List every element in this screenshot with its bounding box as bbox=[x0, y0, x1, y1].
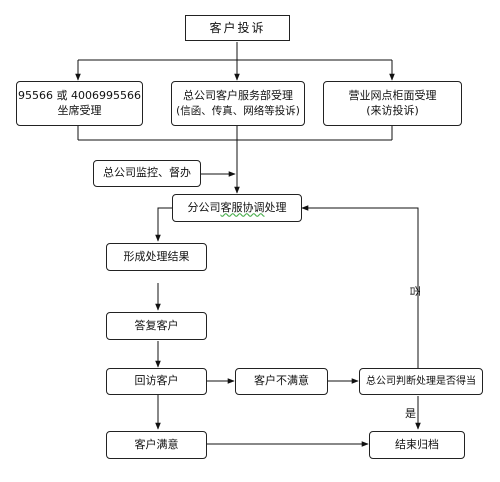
node-hq-service-line2: (信函、传真、网络等投诉) bbox=[176, 104, 300, 117]
node-archive: 结束归档 bbox=[369, 431, 465, 459]
node-hotline: 95566 或 4006995566 坐席受理 bbox=[16, 81, 143, 126]
node-branch-coord-text-c: 处理 bbox=[264, 200, 287, 214]
node-branch-coord-text-b: 客服协调 bbox=[220, 200, 265, 214]
node-branch-coord-text-a: 分公司 bbox=[187, 200, 221, 214]
edge-judge-no-back bbox=[301, 205, 419, 368]
node-counter-line2: (来访投诉) bbox=[366, 103, 419, 117]
node-complaint-text: 客户投诉 bbox=[209, 20, 266, 35]
node-result-text: 形成处理结果 bbox=[123, 249, 190, 263]
node-hq-supervise: 总公司监控、督办 bbox=[93, 160, 201, 187]
node-counter: 营业网点柜面受理 (来访投诉) bbox=[323, 81, 462, 126]
node-satisfied: 客户满意 bbox=[106, 431, 207, 459]
edge-label-yes: 是 bbox=[405, 407, 416, 420]
node-counter-line1: 营业网点柜面受理 bbox=[348, 88, 437, 102]
node-revisit-text: 回访客户 bbox=[134, 374, 179, 388]
node-unsatisfied: 客户不满意 bbox=[235, 368, 328, 395]
node-hq-service: 总公司客户服务部受理 (信函、传真、网络等投诉) bbox=[171, 81, 305, 126]
node-reply-text: 答复客户 bbox=[134, 318, 179, 332]
node-archive-text: 结束归档 bbox=[395, 437, 439, 451]
node-judge-text: 总公司判断处理是否得当 bbox=[366, 375, 476, 387]
node-revisit: 回访客户 bbox=[106, 368, 207, 395]
node-complaint: 客户投诉 bbox=[185, 15, 290, 41]
node-hotline-line1: 95566 或 4006995566 bbox=[18, 88, 141, 102]
node-satisfied-text: 客户满意 bbox=[134, 437, 179, 451]
edge-label-no: 否 bbox=[408, 285, 422, 297]
node-hq-supervise-text: 总公司监控、督办 bbox=[103, 166, 191, 180]
node-reply: 答复客户 bbox=[106, 312, 207, 340]
node-unsatisfied-text: 客户不满意 bbox=[254, 374, 309, 388]
node-branch-coord: 分公司客服协调处理 bbox=[172, 194, 302, 222]
node-hq-service-line1: 总公司客户服务部受理 bbox=[183, 88, 293, 102]
node-hotline-line2: 坐席受理 bbox=[57, 103, 102, 117]
edge-branch-to-result bbox=[155, 207, 172, 242]
node-judge: 总公司判断处理是否得当 bbox=[359, 368, 483, 395]
node-result: 形成处理结果 bbox=[106, 243, 207, 271]
